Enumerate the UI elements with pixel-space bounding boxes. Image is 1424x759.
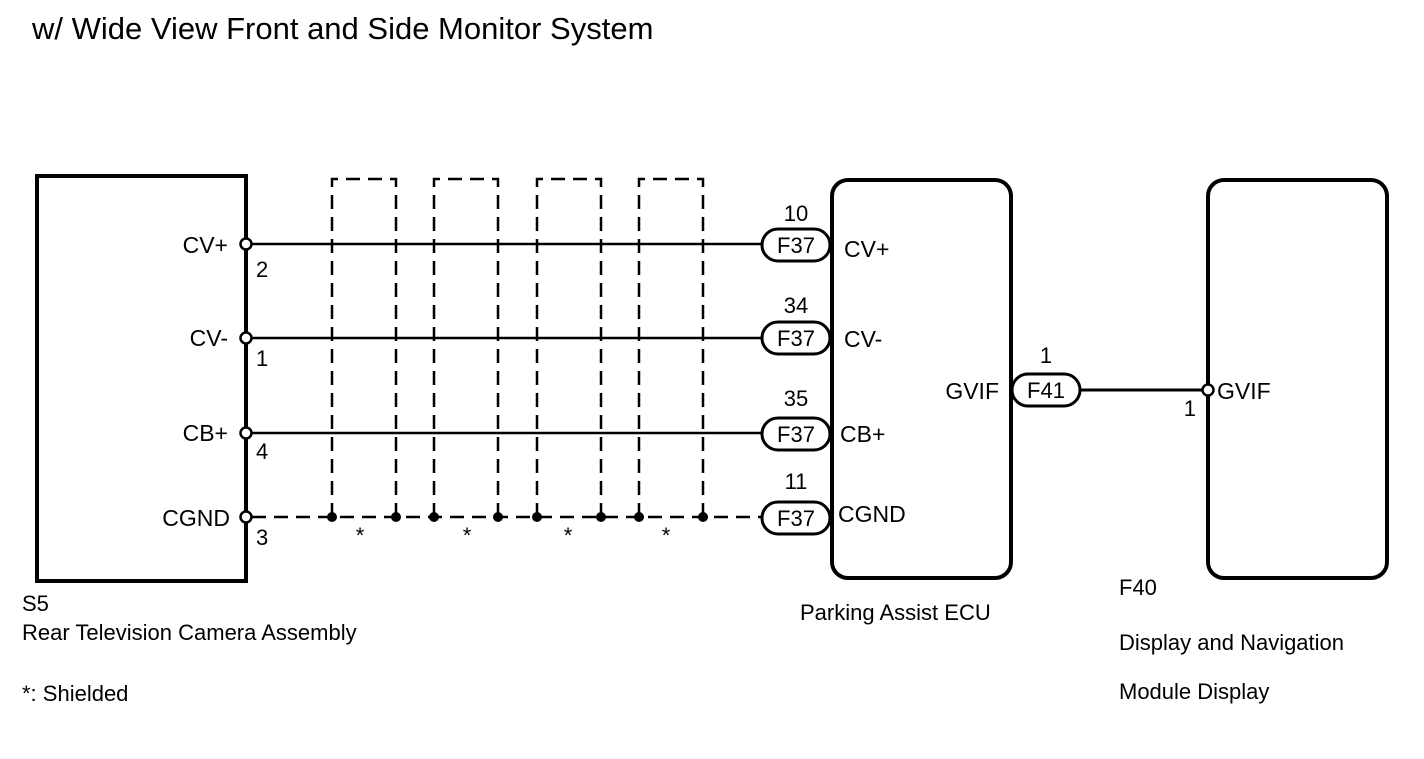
camera-label-cv-plus: CV+ (183, 232, 228, 258)
ecu-label-cv-plus: CV+ (844, 236, 889, 262)
splice-dot (327, 512, 337, 522)
shield-marker: * (463, 523, 472, 548)
display-pin-number: 1 (1184, 396, 1196, 421)
ecu-label-cb-plus: CB+ (840, 421, 885, 447)
connector-pill (760, 227, 832, 263)
connector-code: F37 (777, 506, 815, 531)
shield-marker: * (662, 523, 671, 548)
ecu-pin-number: 34 (784, 293, 808, 318)
shield-4 (637, 177, 705, 517)
shield-1 (330, 177, 398, 517)
ecu-pin-number: 35 (784, 386, 808, 411)
connector-pill (1010, 372, 1082, 408)
ecu-pin-number: 11 (785, 469, 808, 494)
connector-f37-cgnd: F37 (760, 500, 832, 536)
shield-2 (432, 177, 500, 517)
ecu-label-gvif: GVIF (945, 378, 999, 404)
splice-dot (532, 512, 542, 522)
connector-f37-cb-plus: F37 (760, 416, 832, 452)
connector-pill (760, 416, 832, 452)
ecu-box (830, 178, 1013, 580)
splice-dot (596, 512, 606, 522)
connector-pill (760, 500, 832, 536)
camera-code: S5 (22, 591, 49, 616)
connector-code: F37 (777, 422, 815, 447)
shield-group (330, 177, 705, 517)
connector-f41: F41 (1010, 372, 1082, 408)
splice-dot (429, 512, 439, 522)
display-name-line2: Module Display (1119, 679, 1269, 704)
connector-pill (760, 320, 832, 356)
splice-dot (391, 512, 401, 522)
shielded-note: *: Shielded (22, 681, 128, 706)
camera-pin-number: 2 (256, 257, 268, 282)
terminal-display-gvif (1201, 383, 1215, 397)
camera-label-cgnd: CGND (162, 505, 230, 531)
terminal-cv-minus (239, 331, 253, 345)
splice-dot (698, 512, 708, 522)
terminal-cgnd (239, 510, 253, 524)
camera-pin-number: 3 (256, 525, 268, 550)
camera-pin-number: 4 (256, 439, 268, 464)
shield-marker: * (356, 523, 365, 548)
display-code: F40 (1119, 575, 1157, 600)
ecu-label-cgnd: CGND (838, 501, 906, 527)
display-box (1206, 178, 1389, 580)
camera-pin-number: 1 (256, 346, 268, 371)
connector-pin-number: 1 (1040, 343, 1052, 368)
shield-3 (535, 177, 603, 517)
display-label-gvif: GVIF (1217, 378, 1271, 404)
display-name-line1: Display and Navigation (1119, 630, 1344, 655)
connector-code: F37 (777, 326, 815, 351)
connector-f37-cv-plus: F37 (760, 227, 832, 263)
ecu-pin-number: 10 (784, 201, 808, 226)
camera-name: Rear Television Camera Assembly (22, 620, 357, 645)
splice-dot (493, 512, 503, 522)
connector-code: F37 (777, 233, 815, 258)
ecu-label-cv-minus: CV- (844, 326, 882, 352)
connector-f37-cv-minus: F37 (760, 320, 832, 356)
page-title: w/ Wide View Front and Side Monitor Syst… (31, 11, 653, 46)
camera-label-cb-plus: CB+ (183, 420, 228, 446)
shield-marker: * (564, 523, 573, 548)
splice-dot (634, 512, 644, 522)
terminal-cb-plus (239, 426, 253, 440)
ecu-name: Parking Assist ECU (800, 600, 991, 625)
terminal-cv-plus (239, 237, 253, 251)
connector-code: F41 (1027, 378, 1065, 403)
camera-label-cv-minus: CV- (190, 325, 228, 351)
splice-dots (327, 512, 708, 522)
camera-box (35, 174, 248, 583)
